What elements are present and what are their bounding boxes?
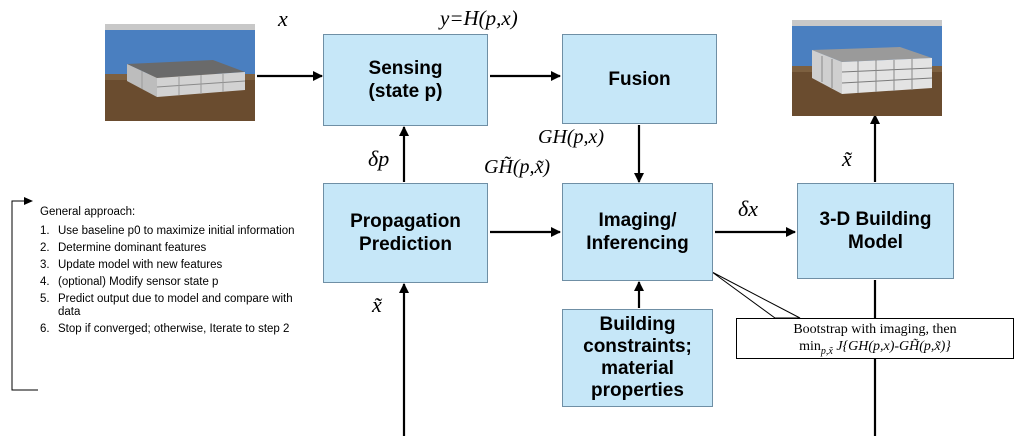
approach-step: 1. Use baseline p0 to maximize initial in… [40,225,312,238]
callout-objective: J{GH(p,x)-GH̃(p,x̃)} [832,339,951,354]
x-tilde-model-label: x̃ [842,146,852,171]
sensing-output-label: y=H(p,x) [440,6,518,30]
approach-step-number: 4. [40,276,50,288]
imaging-inferencing-block: Imaging/ Inferencing [562,183,713,281]
approach-step-number: 5. [40,293,50,305]
approach-step: 5. Predict output due to model and compar… [40,293,312,319]
delta-x-label: δx [738,196,758,221]
callout-min: min [799,339,821,354]
fusion-to-imaging-label: GH(p,x) [538,126,605,148]
approach-step: 6. Stop if converged; otherwise, Iterate … [40,323,312,336]
sensing-block: Sensing (state p) [323,34,488,126]
x-tilde-bottom-label: x̃ [372,292,382,317]
building-constraints-block: Building constraints; material propertie… [562,309,713,407]
approach-step-number: 3. [40,259,50,271]
approach-step-number: 2. [40,242,50,254]
approach-step-text: (optional) Modify sensor state p [58,276,219,288]
x-input-label: x [278,6,288,31]
callout-line-2: minp,x̃ J{GH(p,x)-GH̃(p,x̃)} [741,338,1009,360]
approach-step-number: 6. [40,323,50,335]
step-list: 1. Use baseline p0 to maximize initial in… [40,225,312,336]
building-render-model-image [792,20,942,116]
callout-pointer [711,271,801,319]
approach-step: 2. Determine dominant features [40,242,312,255]
imaging-inferencing-label: Imaging/ Inferencing [586,210,689,254]
general-approach-panel: General approach: 1. Use baseline p0 to m… [40,206,312,340]
callout-min-subscript: p,x̃ [820,345,833,357]
sensing-block-label: Sensing (state p) [368,58,443,102]
fusion-block-label: Fusion [608,68,671,90]
prediction-to-imaging-label: GH̃(p,x̃) [484,156,551,178]
approach-step-text: Determine dominant features [58,242,207,254]
loop-bracket [11,200,38,391]
propagation-prediction-label: Propagation Prediction [350,211,461,255]
approach-step: 3. Update model with new features [40,259,312,272]
approach-step-text: Predict output due to model and compare … [58,293,293,318]
building-model-label: 3-D Building Model [819,209,932,253]
callout-line-1: Bootstrap with imaging, then [793,322,957,337]
building-constraints-label: Building constraints; material propertie… [583,314,692,401]
building-model-block: 3-D Building Model [797,183,954,279]
propagation-prediction-block: Propagation Prediction [323,183,488,283]
loop-bracket-arrowhead [24,197,33,205]
approach-step-text: Use baseline p0 to maximize initial info… [58,225,295,237]
general-approach-heading: General approach: [40,206,136,218]
fusion-block: Fusion [562,34,717,124]
approach-step: 4. (optional) Modify sensor state p [40,276,312,289]
building-render-baseline-image [105,24,255,121]
approach-step-text: Stop if converged; otherwise, Iterate to… [58,323,290,335]
approach-step-text: Update model with new features [58,259,223,271]
approach-step-number: 1. [40,225,50,237]
bootstrap-callout: Bootstrap with imaging, then minp,x̃ J{G… [736,318,1014,359]
delta-p-label: δp [368,146,390,171]
